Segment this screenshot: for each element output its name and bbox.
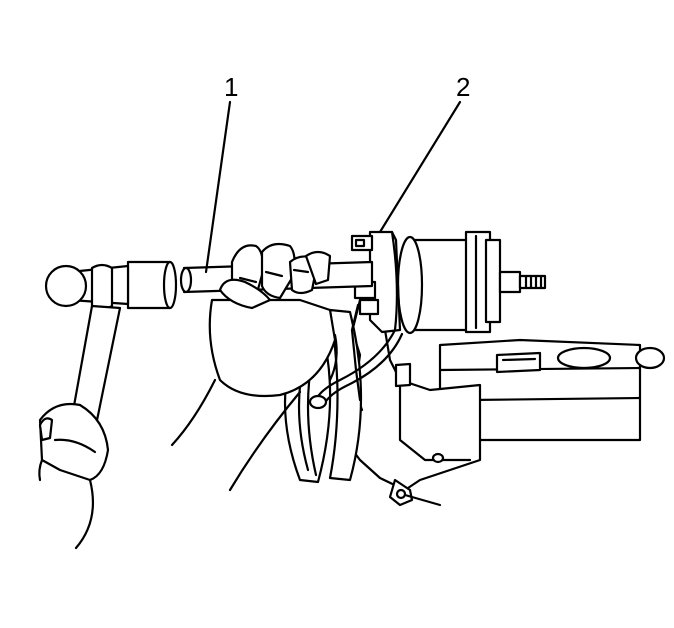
callout-label-2: 2 — [456, 72, 471, 102]
holding-hand — [170, 242, 338, 492]
hammer — [44, 260, 178, 432]
frame-rail — [428, 338, 666, 442]
callout-label-1: 1 — [224, 72, 239, 102]
leader-lines — [204, 100, 462, 274]
hammer-hand — [38, 402, 110, 550]
puller-tool — [350, 230, 547, 335]
brake-hose — [308, 303, 404, 410]
